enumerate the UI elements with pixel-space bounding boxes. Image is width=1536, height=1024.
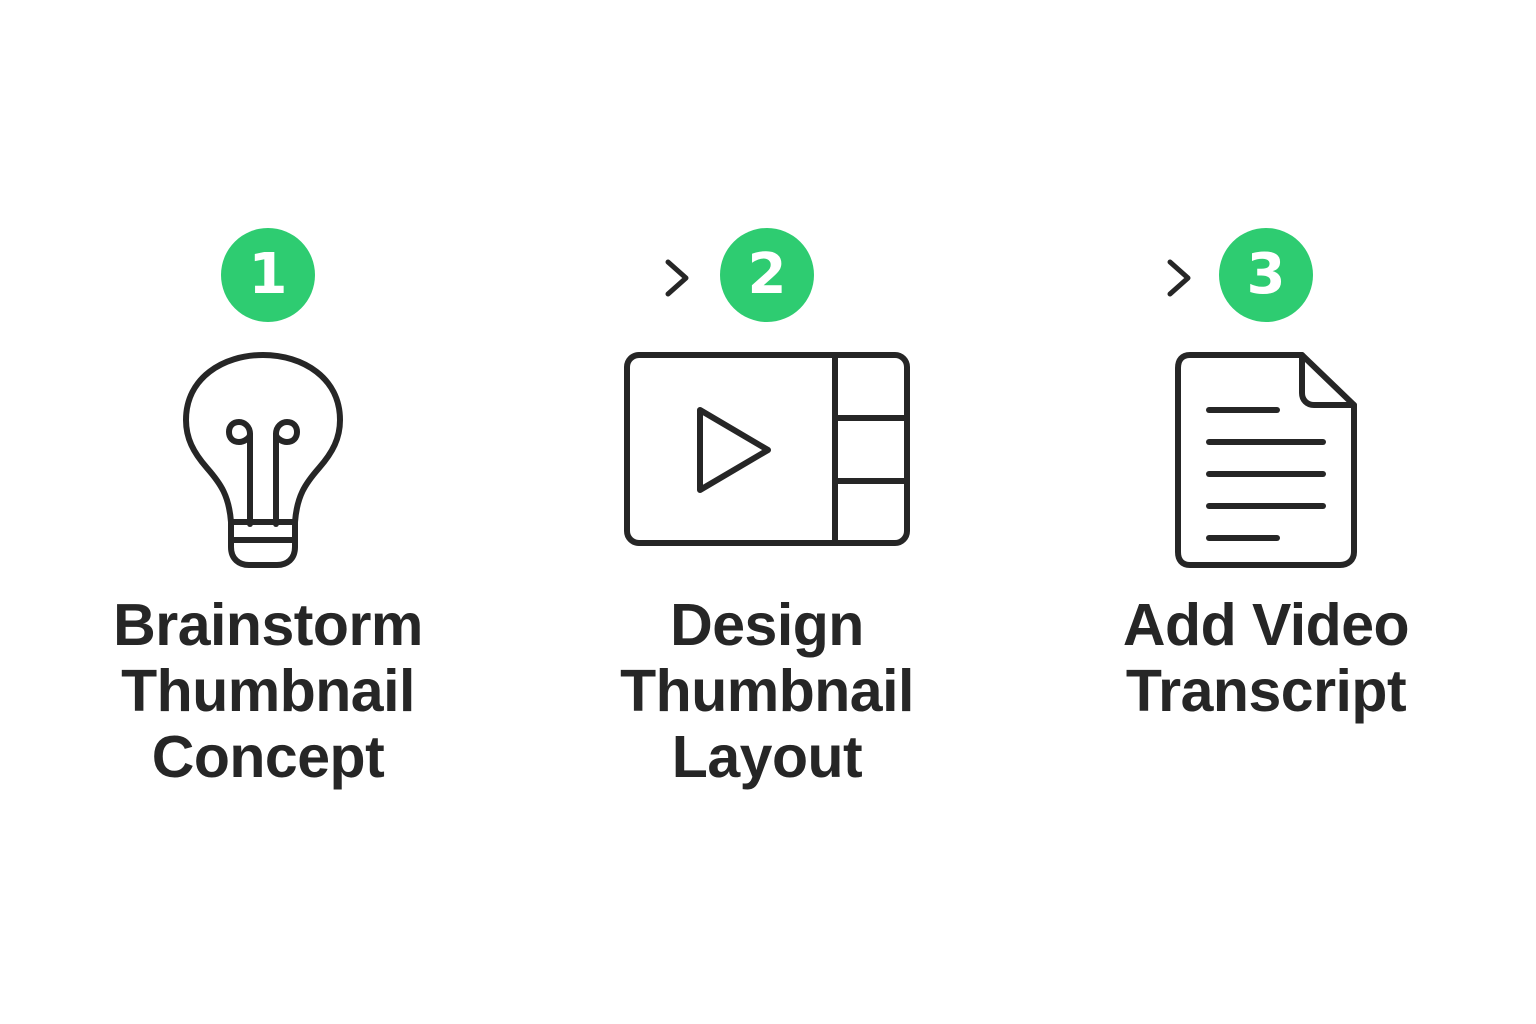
step-label: Design Thumbnail Layout	[620, 592, 914, 790]
step-1: 1 Brainstorm Thumbnail Concept	[88, 228, 448, 790]
step-label-line: Thumbnail	[121, 658, 415, 724]
step-icon-wrap	[1175, 352, 1357, 582]
video-layout-icon	[624, 352, 910, 546]
document-icon	[1175, 352, 1357, 568]
step-icon-wrap	[183, 352, 353, 582]
step-3: 3 Add Video Transcript	[1086, 228, 1446, 724]
arrow-right-icon	[404, 259, 689, 297]
step-label-line: Add Video	[1122, 592, 1410, 658]
step-label-line: Thumbnail	[620, 658, 914, 724]
step-number-badge: 1	[221, 228, 315, 322]
step-label-line: Transcript	[1125, 658, 1407, 724]
arrow-right-icon	[884, 259, 1191, 297]
step-number-badge: 3	[1219, 228, 1313, 322]
step-2: 2 Design Thumbnail Layout	[587, 228, 947, 790]
step-label-line: Concept	[151, 724, 385, 790]
lightbulb-icon	[183, 352, 343, 568]
step-label-line: Brainstorm	[113, 592, 423, 658]
step-label-line: Design	[670, 592, 864, 658]
step-icon-wrap	[624, 352, 910, 582]
step-label: Add Video Transcript	[1122, 592, 1410, 724]
step-label-line: Layout	[671, 724, 863, 790]
step-label: Brainstorm Thumbnail Concept	[113, 592, 423, 790]
step-number-badge: 2	[720, 228, 814, 322]
